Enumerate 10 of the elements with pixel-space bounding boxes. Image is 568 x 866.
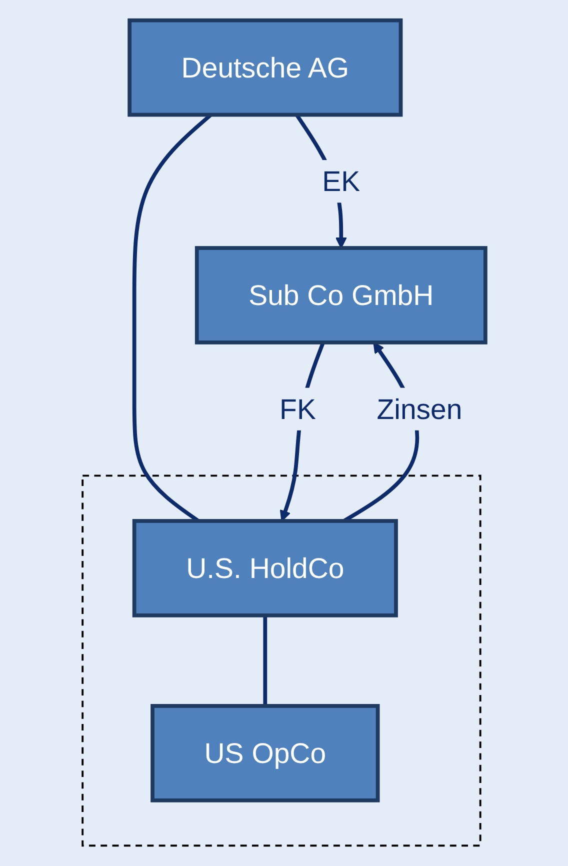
- arrow: [280, 342, 325, 522]
- node-box: U.S. HoldCo: [132, 519, 398, 618]
- node-box: Sub Co GmbH: [194, 246, 488, 344]
- node-box: US OpCo: [150, 704, 380, 802]
- edge-label: Zinsen: [376, 392, 462, 426]
- connector: [263, 615, 268, 706]
- node-box: Deutsche AG: [128, 18, 403, 117]
- edge-label: EK: [322, 165, 360, 198]
- edge-label: FK: [280, 392, 316, 426]
- cluster: [82, 474, 482, 847]
